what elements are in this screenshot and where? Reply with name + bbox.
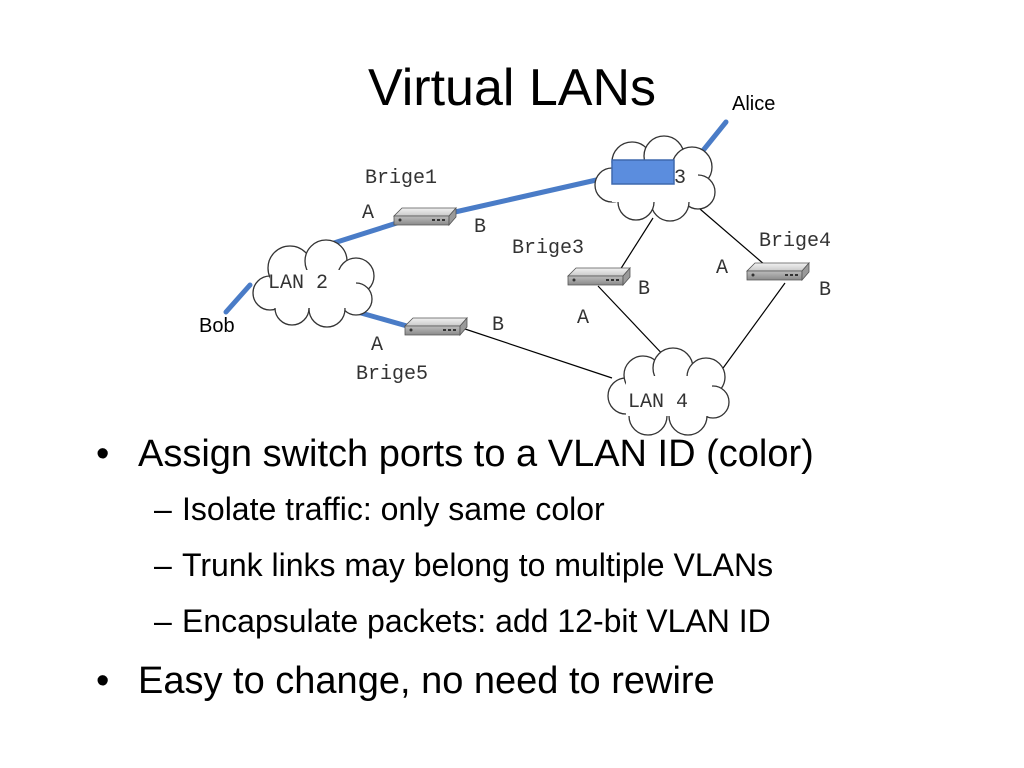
link-lan3-brige4	[692, 202, 766, 266]
vlan-diagram: Alice Bob 3 LAN 2 LAN 4 Brige1 A B Brige…	[199, 93, 831, 436]
brige4-name: Brige4	[759, 230, 831, 253]
brige4-device[interactable]	[746, 261, 810, 282]
lan3-label-suffix: 3	[674, 167, 686, 190]
plain-links	[461, 202, 786, 379]
dash-glyph: –	[154, 546, 172, 583]
brige1-name: Brige1	[365, 167, 437, 190]
vlan-link-bob	[223, 282, 253, 315]
alice-label: Alice	[732, 93, 775, 115]
brige1-port-a: A	[362, 202, 374, 225]
bullet-text: Easy to change, no need to rewire	[138, 659, 715, 702]
bullet-item: • Easy to change, no need to rewire	[96, 659, 976, 705]
sub-bullet-item: – Isolate traffic: only same color	[96, 490, 976, 528]
lan4-cloud-fill	[626, 376, 712, 416]
link-brige5-lan4	[461, 327, 613, 379]
brige1-port-b: B	[474, 216, 486, 239]
link-brige3-lan4	[597, 285, 669, 361]
sub-bullet-item: – Trunk links may belong to multiple VLA…	[96, 546, 976, 584]
bob-label: Bob	[199, 315, 235, 337]
vlan-box	[611, 159, 675, 185]
bullet-glyph: •	[96, 433, 110, 475]
brige4-port-b: B	[819, 279, 831, 302]
link-brige4-lan4	[717, 282, 786, 376]
brige5-device[interactable]	[404, 316, 468, 337]
bullet-item: • Assign switch ports to a VLAN ID (colo…	[96, 432, 976, 478]
dash-glyph: –	[154, 490, 172, 527]
brige1-device[interactable]	[393, 206, 457, 227]
bullet-list: • Assign switch ports to a VLAN ID (colo…	[96, 432, 976, 716]
brige5-port-b: B	[492, 314, 504, 337]
link-lan3-brige3	[619, 217, 654, 271]
bullet-text: Assign switch ports to a VLAN ID (color)	[138, 433, 814, 475]
brige3-port-b: B	[638, 278, 650, 301]
brige3-device[interactable]	[567, 266, 631, 287]
brige5-name: Brige5	[356, 363, 428, 386]
sub-bullet-item: – Encapsulate packets: add 12-bit VLAN I…	[96, 602, 976, 640]
vlan-link-brige1-lan3	[452, 173, 617, 215]
brige3-port-a: A	[577, 307, 589, 330]
dash-glyph: –	[154, 603, 172, 640]
brige4-port-a: A	[716, 257, 728, 280]
brige5-port-a: A	[371, 334, 383, 357]
sub-bullet-text: Trunk links may belong to multiple VLANs	[182, 546, 774, 583]
lan2-label: LAN 2	[268, 272, 328, 295]
brige3-name: Brige3	[512, 237, 584, 260]
slide-title: Virtual LANs	[367, 59, 657, 117]
sub-bullet-text: Isolate traffic: only same color	[182, 490, 605, 527]
lan2-cloud-fill	[270, 270, 356, 308]
bullet-glyph: •	[96, 659, 110, 702]
sub-bullet-text: Encapsulate packets: add 12-bit VLAN ID	[182, 603, 771, 640]
lan4-label: LAN 4	[628, 391, 688, 414]
